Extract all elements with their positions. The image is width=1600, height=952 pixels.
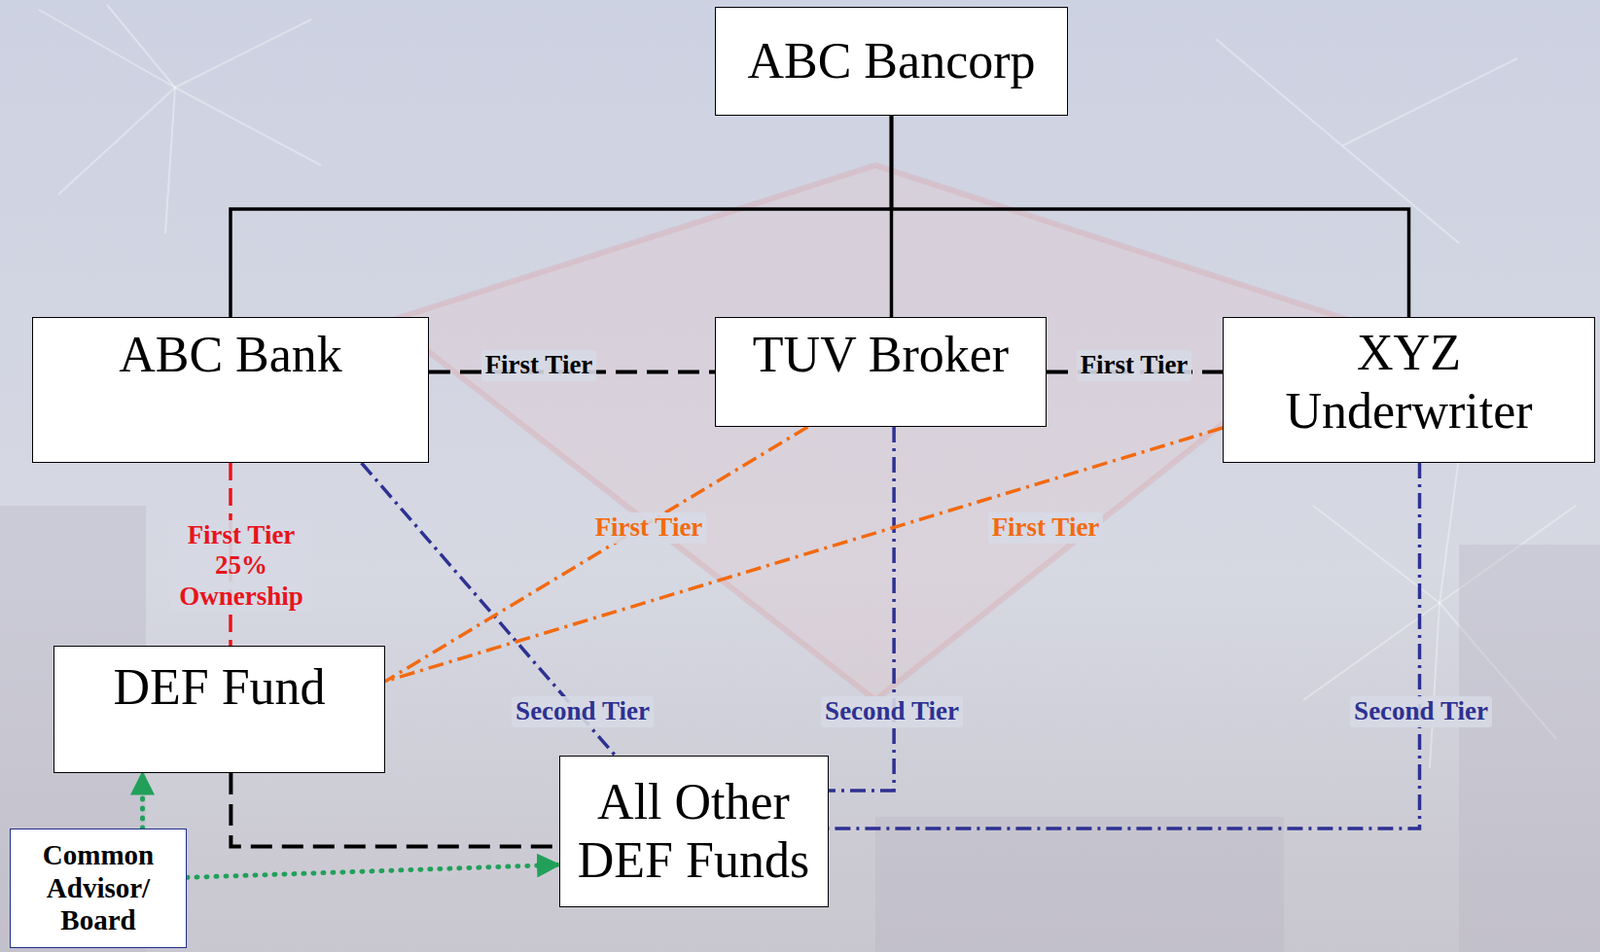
node-label: DEF Fund [112, 658, 325, 717]
advisor-box: Common Advisor/ Board [9, 828, 187, 949]
edge-label: Second Tier [511, 696, 654, 727]
edge-label: First Tier [481, 350, 598, 381]
node-label: All Other DEF Funds [571, 773, 816, 890]
entity-box: XYZ Underwriter [1222, 317, 1596, 463]
edge-label: Second Tier [820, 696, 963, 727]
edge-label: First Tier [1076, 350, 1193, 381]
connector [891, 115, 1410, 318]
connector [828, 426, 895, 791]
entity-box: TUV Broker [714, 317, 1047, 427]
edge-label: First Tier [988, 512, 1104, 543]
edge-label: First Tier [591, 512, 708, 543]
connector [385, 427, 1223, 682]
connector [230, 115, 892, 318]
edge-label: Second Tier [1350, 696, 1493, 727]
edge-label: First Tier 25% Ownership [169, 520, 314, 611]
entity-box: ABC Bank [32, 317, 429, 463]
node-label: Common Advisor/ Board [30, 839, 167, 937]
fund-box: All Other DEF Funds [559, 755, 829, 908]
connector [186, 864, 560, 878]
connector [140, 773, 145, 829]
node-label: TUV Broker [752, 325, 1009, 385]
connector [385, 426, 809, 682]
node-label: ABC Bancorp [746, 32, 1035, 91]
connector [828, 462, 1421, 829]
node-label: XYZ Underwriter [1248, 323, 1570, 441]
connector [230, 773, 559, 848]
parent-box: ABC Bancorp [714, 6, 1068, 116]
fund-box: DEF Fund [53, 645, 386, 774]
node-label: ABC Bank [118, 325, 343, 385]
